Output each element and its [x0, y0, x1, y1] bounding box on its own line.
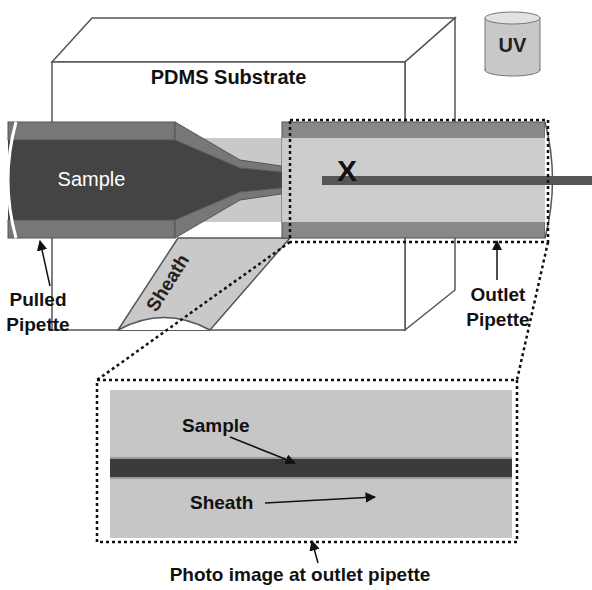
part-label: Outlet Pipette [452, 282, 544, 332]
uv-body [485, 18, 540, 70]
node-text: UV [485, 34, 540, 56]
sheath-channel [118, 238, 290, 330]
inset-frame [97, 380, 517, 542]
pipette-wall [8, 122, 175, 140]
uv-top [485, 12, 540, 24]
photo-sample-band [110, 459, 512, 477]
sheath-inlet [118, 318, 210, 331]
node-text: PDMS Substrate [52, 66, 405, 88]
leader-arrow [312, 541, 318, 563]
sample-stream [322, 176, 592, 185]
part-label: Pulled Pipette [0, 287, 76, 337]
zoom-region [290, 120, 548, 242]
node-text: Sheath [132, 235, 204, 331]
node-text: Sheath [190, 492, 280, 514]
leader-arrow [40, 241, 50, 286]
pulled-pipette: Sample [8, 140, 175, 220]
zoom-line [97, 242, 290, 380]
node-text: Sample [8, 168, 175, 190]
node-text: Sample [182, 415, 272, 437]
leader-arrow [496, 241, 498, 280]
leader-arrow [265, 497, 375, 503]
leader-arrow [230, 437, 295, 463]
sheath-channel: Sheath [118, 238, 290, 330]
position-mark: X [332, 160, 362, 182]
pipette-wall [8, 220, 175, 238]
outlet-photo: SampleSheath [110, 390, 512, 538]
uv-lamp: UV [485, 18, 540, 70]
substrate-top [52, 18, 455, 62]
caption: Photo image at outlet pipette [60, 564, 540, 586]
photo-edge [110, 457, 512, 479]
pipette-opening [8, 122, 16, 238]
uv-fill [486, 60, 539, 70]
substrate-block: PDMS Substrate [52, 62, 405, 330]
photo-background [110, 390, 512, 538]
sample-fluid [8, 140, 322, 220]
